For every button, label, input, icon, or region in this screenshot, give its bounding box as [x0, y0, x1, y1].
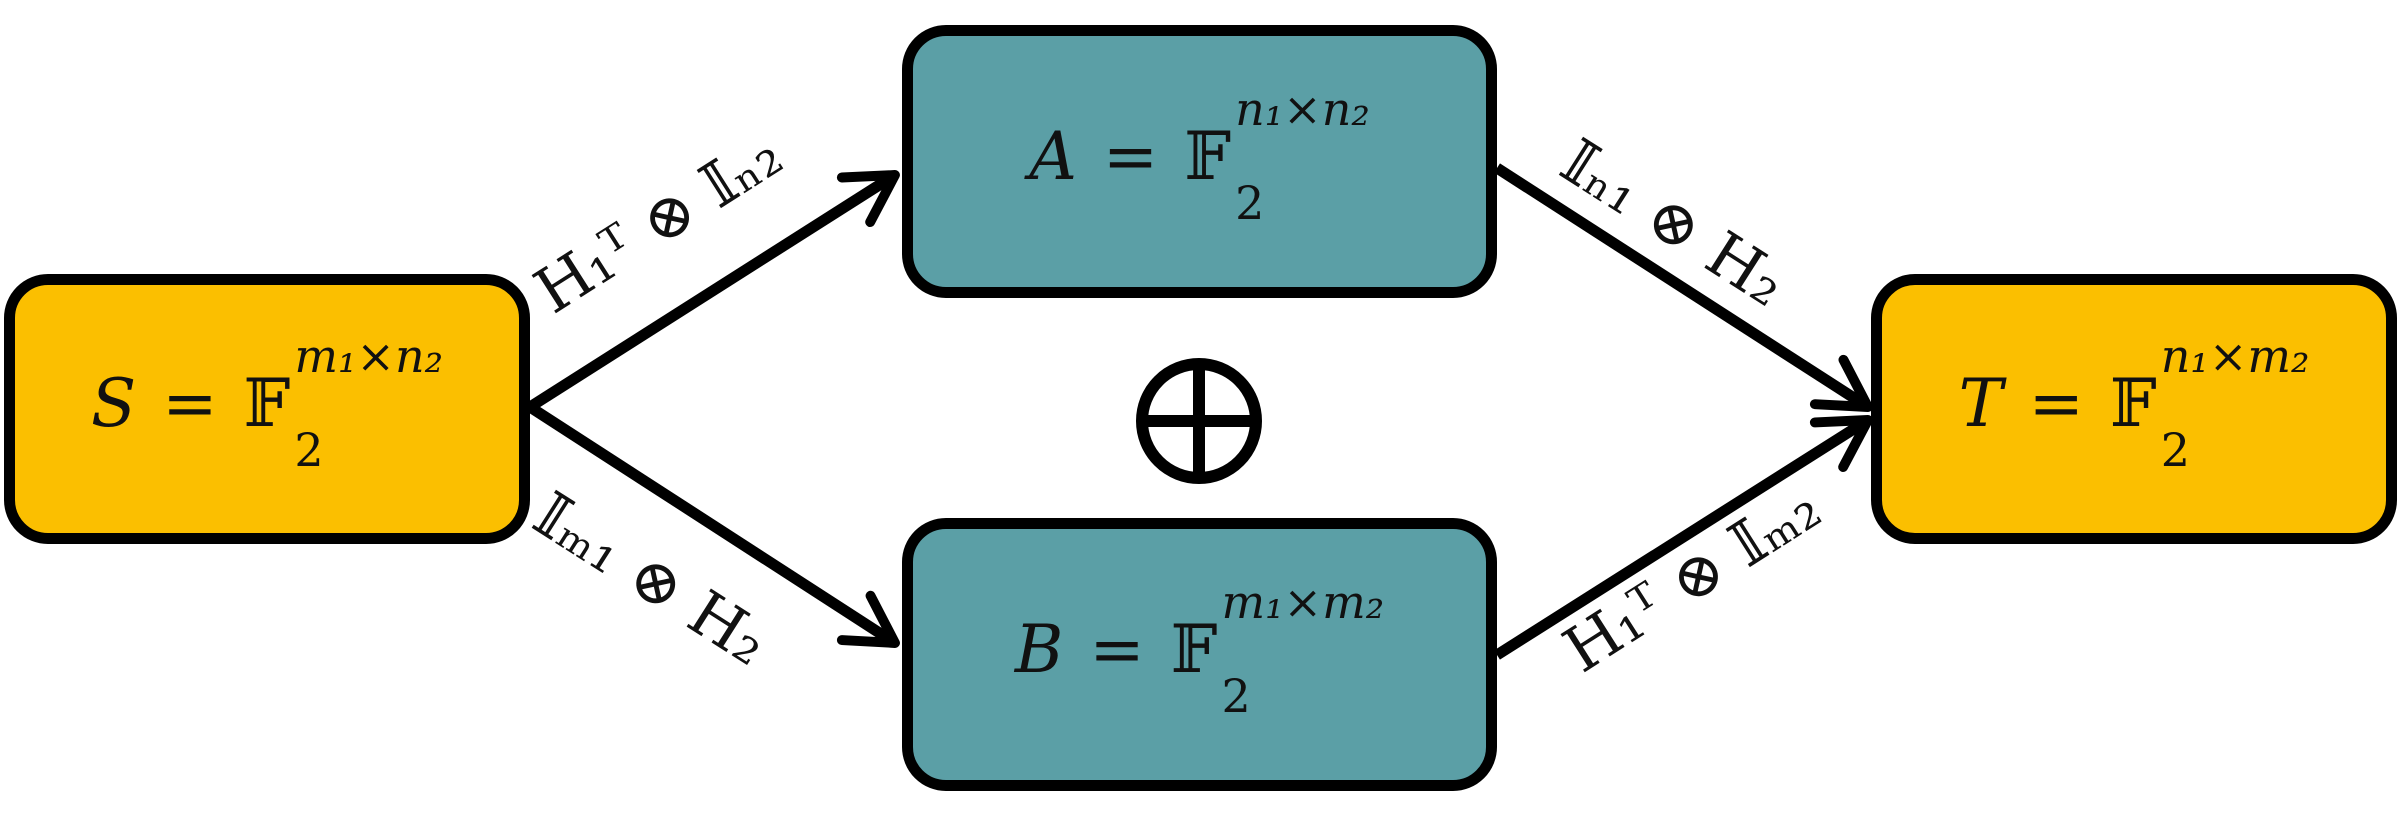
- edge-s-to-a: [527, 170, 900, 412]
- edge-s-to-b: [527, 402, 900, 648]
- edge-b-to-t: [1494, 415, 1873, 660]
- xor-center-icon: [1136, 358, 1262, 484]
- edge-a-to-t: [1494, 163, 1873, 412]
